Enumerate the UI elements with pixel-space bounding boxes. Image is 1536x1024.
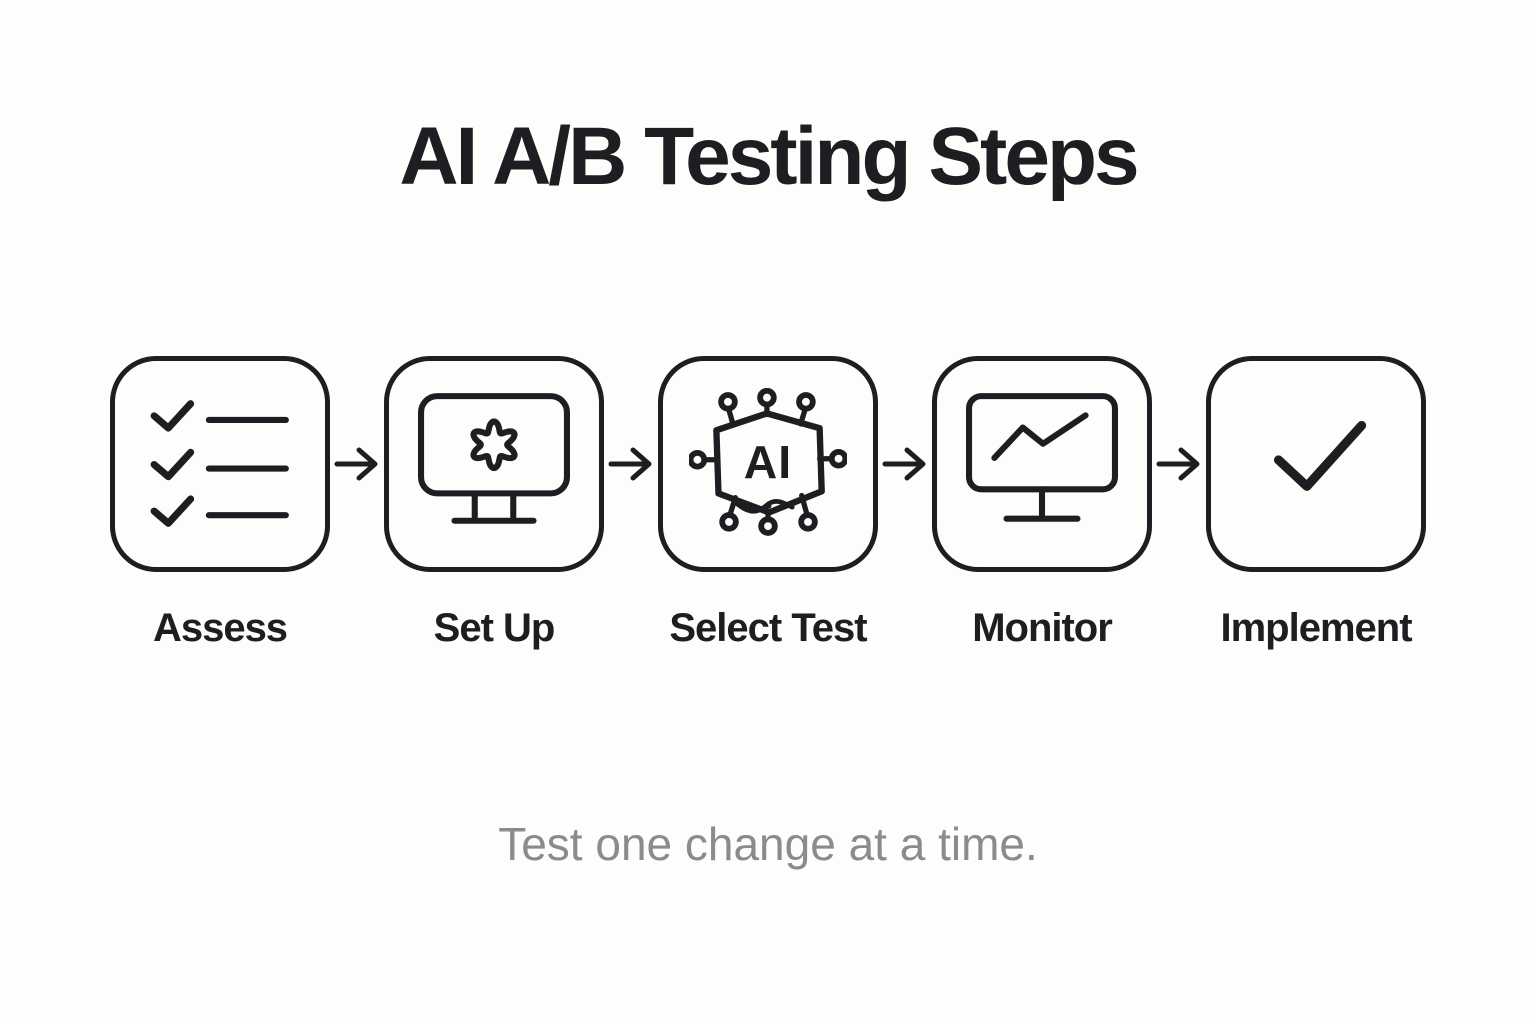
page-title: AI A/B Testing Steps — [399, 111, 1139, 202]
step-set-up: Set Up — [384, 356, 604, 651]
implement-icon-box — [1206, 356, 1426, 572]
flow-arrow-1 — [330, 356, 384, 572]
caption-text: Test one change at a time. — [498, 818, 1038, 870]
arrow-right-icon — [882, 447, 926, 481]
flow-arrow-4 — [1152, 356, 1206, 572]
flow-arrow-2 — [604, 356, 658, 572]
step-monitor: Monitor — [932, 356, 1152, 651]
arrow-right-icon — [334, 447, 378, 481]
monitor-gear-icon — [418, 393, 570, 524]
set-up-icon-box — [384, 356, 604, 572]
assess-icon-box — [110, 356, 330, 572]
arrow-right-icon — [1156, 447, 1200, 481]
step-label-implement: Implement — [1220, 606, 1412, 650]
checklist-icon — [150, 400, 289, 527]
step-assess: Assess — [110, 356, 330, 651]
monitor-icon-box — [932, 356, 1152, 572]
select-test-icon-box: AI — [658, 356, 878, 572]
step-implement: Implement — [1206, 356, 1426, 651]
step-label-set-up: Set Up — [433, 606, 556, 650]
flow-arrow-3 — [878, 356, 932, 572]
step-label-assess: Assess — [152, 606, 288, 650]
monitor-chart-icon — [966, 393, 1118, 522]
checkmark-icon — [1273, 420, 1367, 491]
steps-row: Assess Set Up — [110, 356, 1426, 651]
ai-chip-icon: AI — [689, 387, 847, 536]
arrow-right-icon — [608, 447, 652, 481]
chip-label: AI — [744, 435, 792, 487]
step-select-test: AI Select Test — [658, 356, 878, 651]
step-label-select-test: Select Test — [669, 606, 867, 650]
step-label-monitor: Monitor — [972, 606, 1113, 650]
